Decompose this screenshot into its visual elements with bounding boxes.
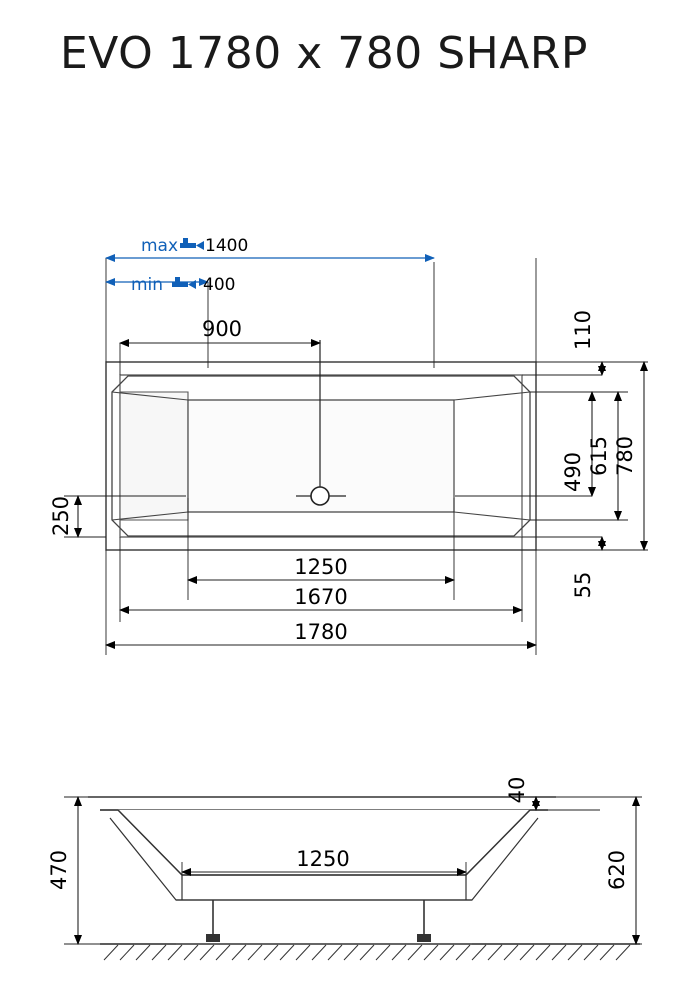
ground-hatch-icon [100,943,640,961]
drain-circle-icon [296,340,346,506]
dim-620-value: 620 [605,850,629,890]
dim-620: 620 [605,796,640,945]
dim-1250-value: 1250 [294,555,347,579]
dim-55-value: 55 [571,572,595,599]
dim-1780: 1780 [105,620,537,649]
basin-slope-br [453,511,531,521]
dim-1780-value: 1780 [294,620,347,644]
dim-40-value: 40 [505,777,529,804]
dim-615: 615 [587,391,622,521]
page-title: EVO 1780 x 780 SHARP [60,28,588,79]
dim-110-value: 110 [571,310,595,350]
dim-470-value: 470 [47,850,71,890]
basin-slope-tl [111,391,189,401]
top-view-plan: max 1400 min 400 [49,236,648,655]
dim-min-value: 400 [203,275,235,295]
dim-1250-side: 1250 [181,847,467,876]
extension-lines-left [64,495,186,538]
dim-min-400: min 400 [105,275,235,295]
dim-470: 470 [47,796,82,945]
dim-1250-plan: 1250 [187,555,455,584]
dim-250-value: 250 [49,496,73,536]
extension-lines-right [455,361,648,551]
dim-max-1400: max 1400 [105,236,435,262]
dim-110: 110 [571,310,606,376]
basin-slope-tr [453,391,531,401]
faucet-icon [180,238,204,250]
dim-40: 40 [505,777,540,811]
dim-615-value: 615 [587,436,611,476]
dim-max-label: max [141,236,178,256]
dim-1670-value: 1670 [294,585,347,609]
dim-max-value: 1400 [205,236,248,256]
dim-1250-side-value: 1250 [296,847,349,871]
dim-900: 900 [119,317,321,347]
extension-lines-side [64,796,642,945]
support-legs [206,900,431,942]
dim-490: 490 [561,391,596,497]
dim-490-value: 490 [561,452,585,492]
dim-900-value: 900 [202,317,242,341]
dim-780: 780 [613,361,648,551]
dim-1670: 1670 [119,585,523,614]
basin-slope-bl [111,511,189,521]
dim-780-value: 780 [613,436,637,476]
bowl-left-panel [119,391,189,521]
dim-55: 55 [571,536,606,599]
dim-250: 250 [49,495,82,538]
faucet-icon-min [172,277,196,289]
side-view-elevation: 40 470 1250 620 [47,777,642,961]
dim-min-label: min [131,275,163,295]
